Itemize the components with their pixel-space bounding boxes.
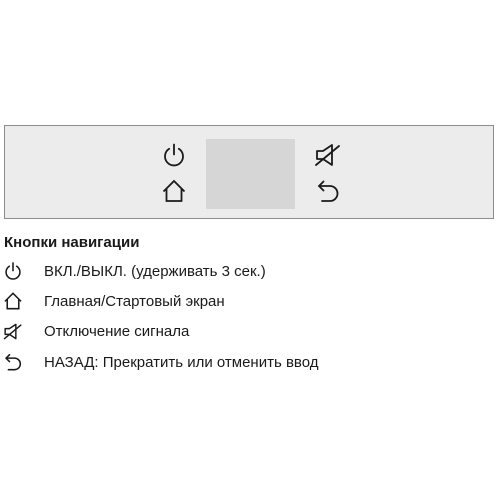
mute-icon — [2, 320, 24, 342]
legend-item-home: Главная/Стартовый экран — [0, 289, 225, 313]
mute-button[interactable] — [313, 140, 343, 170]
display-screen — [206, 139, 295, 209]
home-icon — [162, 179, 186, 202]
legend-item-label: Главная/Стартовый экран — [44, 292, 225, 310]
home-button[interactable] — [159, 176, 189, 206]
mute-icon — [315, 144, 340, 166]
legend-item-label: ВКЛ./ВЫКЛ. (удерживать 3 сек.) — [44, 262, 266, 280]
back-icon — [2, 351, 24, 373]
legend-title: Кнопки навигации — [4, 234, 140, 251]
home-icon — [2, 290, 24, 312]
legend-item-mute: Отключение сигнала — [0, 319, 189, 343]
power-icon — [2, 260, 24, 282]
power-icon — [164, 143, 184, 167]
legend-item-label: НАЗАД: Прекратить или отменить ввод — [44, 353, 319, 371]
back-button[interactable] — [313, 176, 343, 206]
power-button[interactable] — [159, 140, 189, 170]
back-icon — [318, 180, 339, 202]
control-panel — [4, 125, 494, 219]
legend-item-label: Отключение сигнала — [44, 322, 190, 340]
legend-item-power: ВКЛ./ВЫКЛ. (удерживать 3 сек.) — [0, 259, 266, 283]
legend-item-back: НАЗАД: Прекратить или отменить ввод — [0, 350, 318, 374]
